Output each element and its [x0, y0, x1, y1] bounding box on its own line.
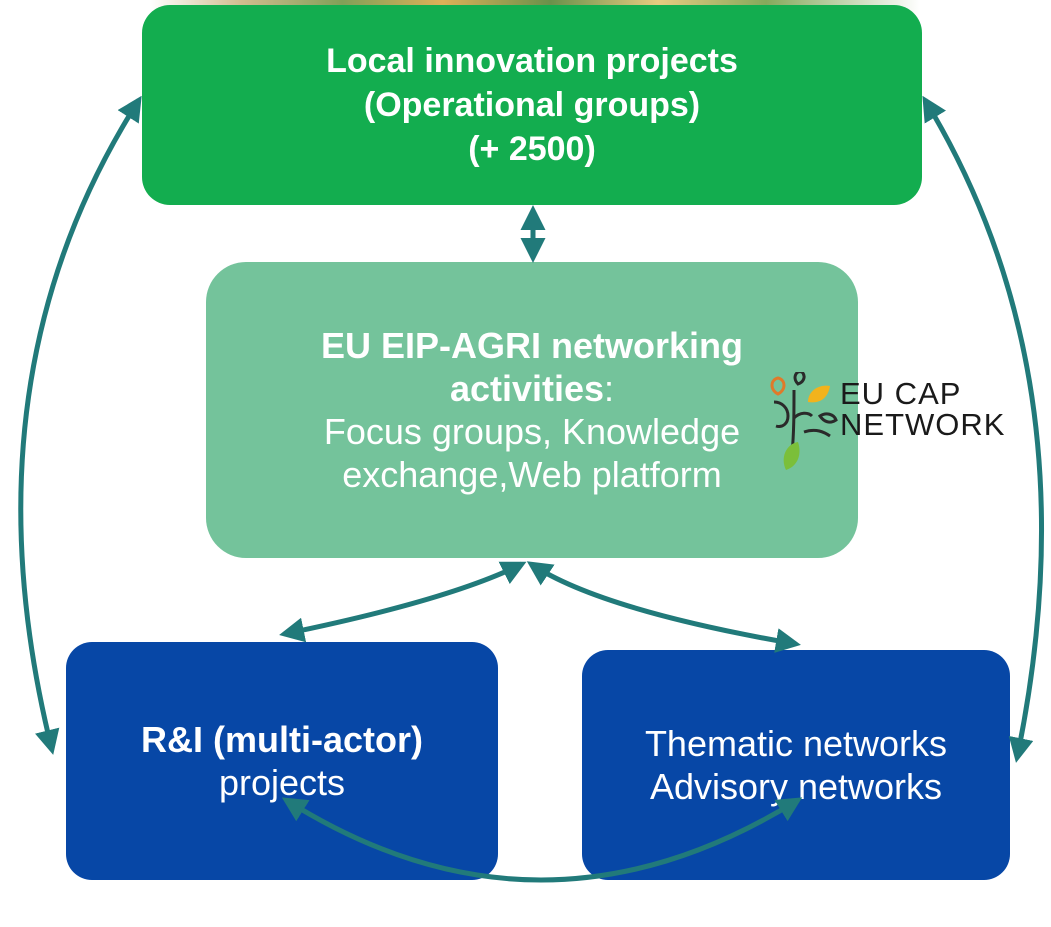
top-box-line-1: Local innovation projects [326, 42, 738, 80]
right-box-line-1: Thematic networks [644, 723, 948, 764]
arrow-left-side [18, 95, 142, 755]
arrow-right-side [922, 95, 1044, 763]
middle-box-line-1: EU EIP-AGRI networking [320, 325, 744, 366]
local-innovation-projects-box: Local innovation projects (Operational g… [142, 5, 922, 205]
top-box-line-3: (+ 2500) [468, 130, 596, 168]
middle-box-line-3: Focus groups, Knowledge [323, 411, 741, 452]
arrow-middle-left [279, 561, 527, 643]
left-box-line-1: R&I (multi-actor) [141, 719, 423, 760]
top-box-line-2: (Operational groups) [363, 86, 701, 124]
middle-box-line-2: activities: [450, 367, 614, 410]
arrow-middle-right [526, 561, 801, 653]
eip-agri-networking-box: EU EIP-AGRI networking activities: Focus… [206, 262, 858, 558]
arrow-bottom-left-right [281, 797, 803, 883]
middle-box-activities: activities [449, 368, 605, 409]
middle-box-line-4: exchange,Web platform [342, 454, 722, 495]
left-box-line-2: projects [218, 762, 346, 803]
middle-box-colon: : [604, 368, 615, 409]
sprout-icon [770, 370, 838, 470]
